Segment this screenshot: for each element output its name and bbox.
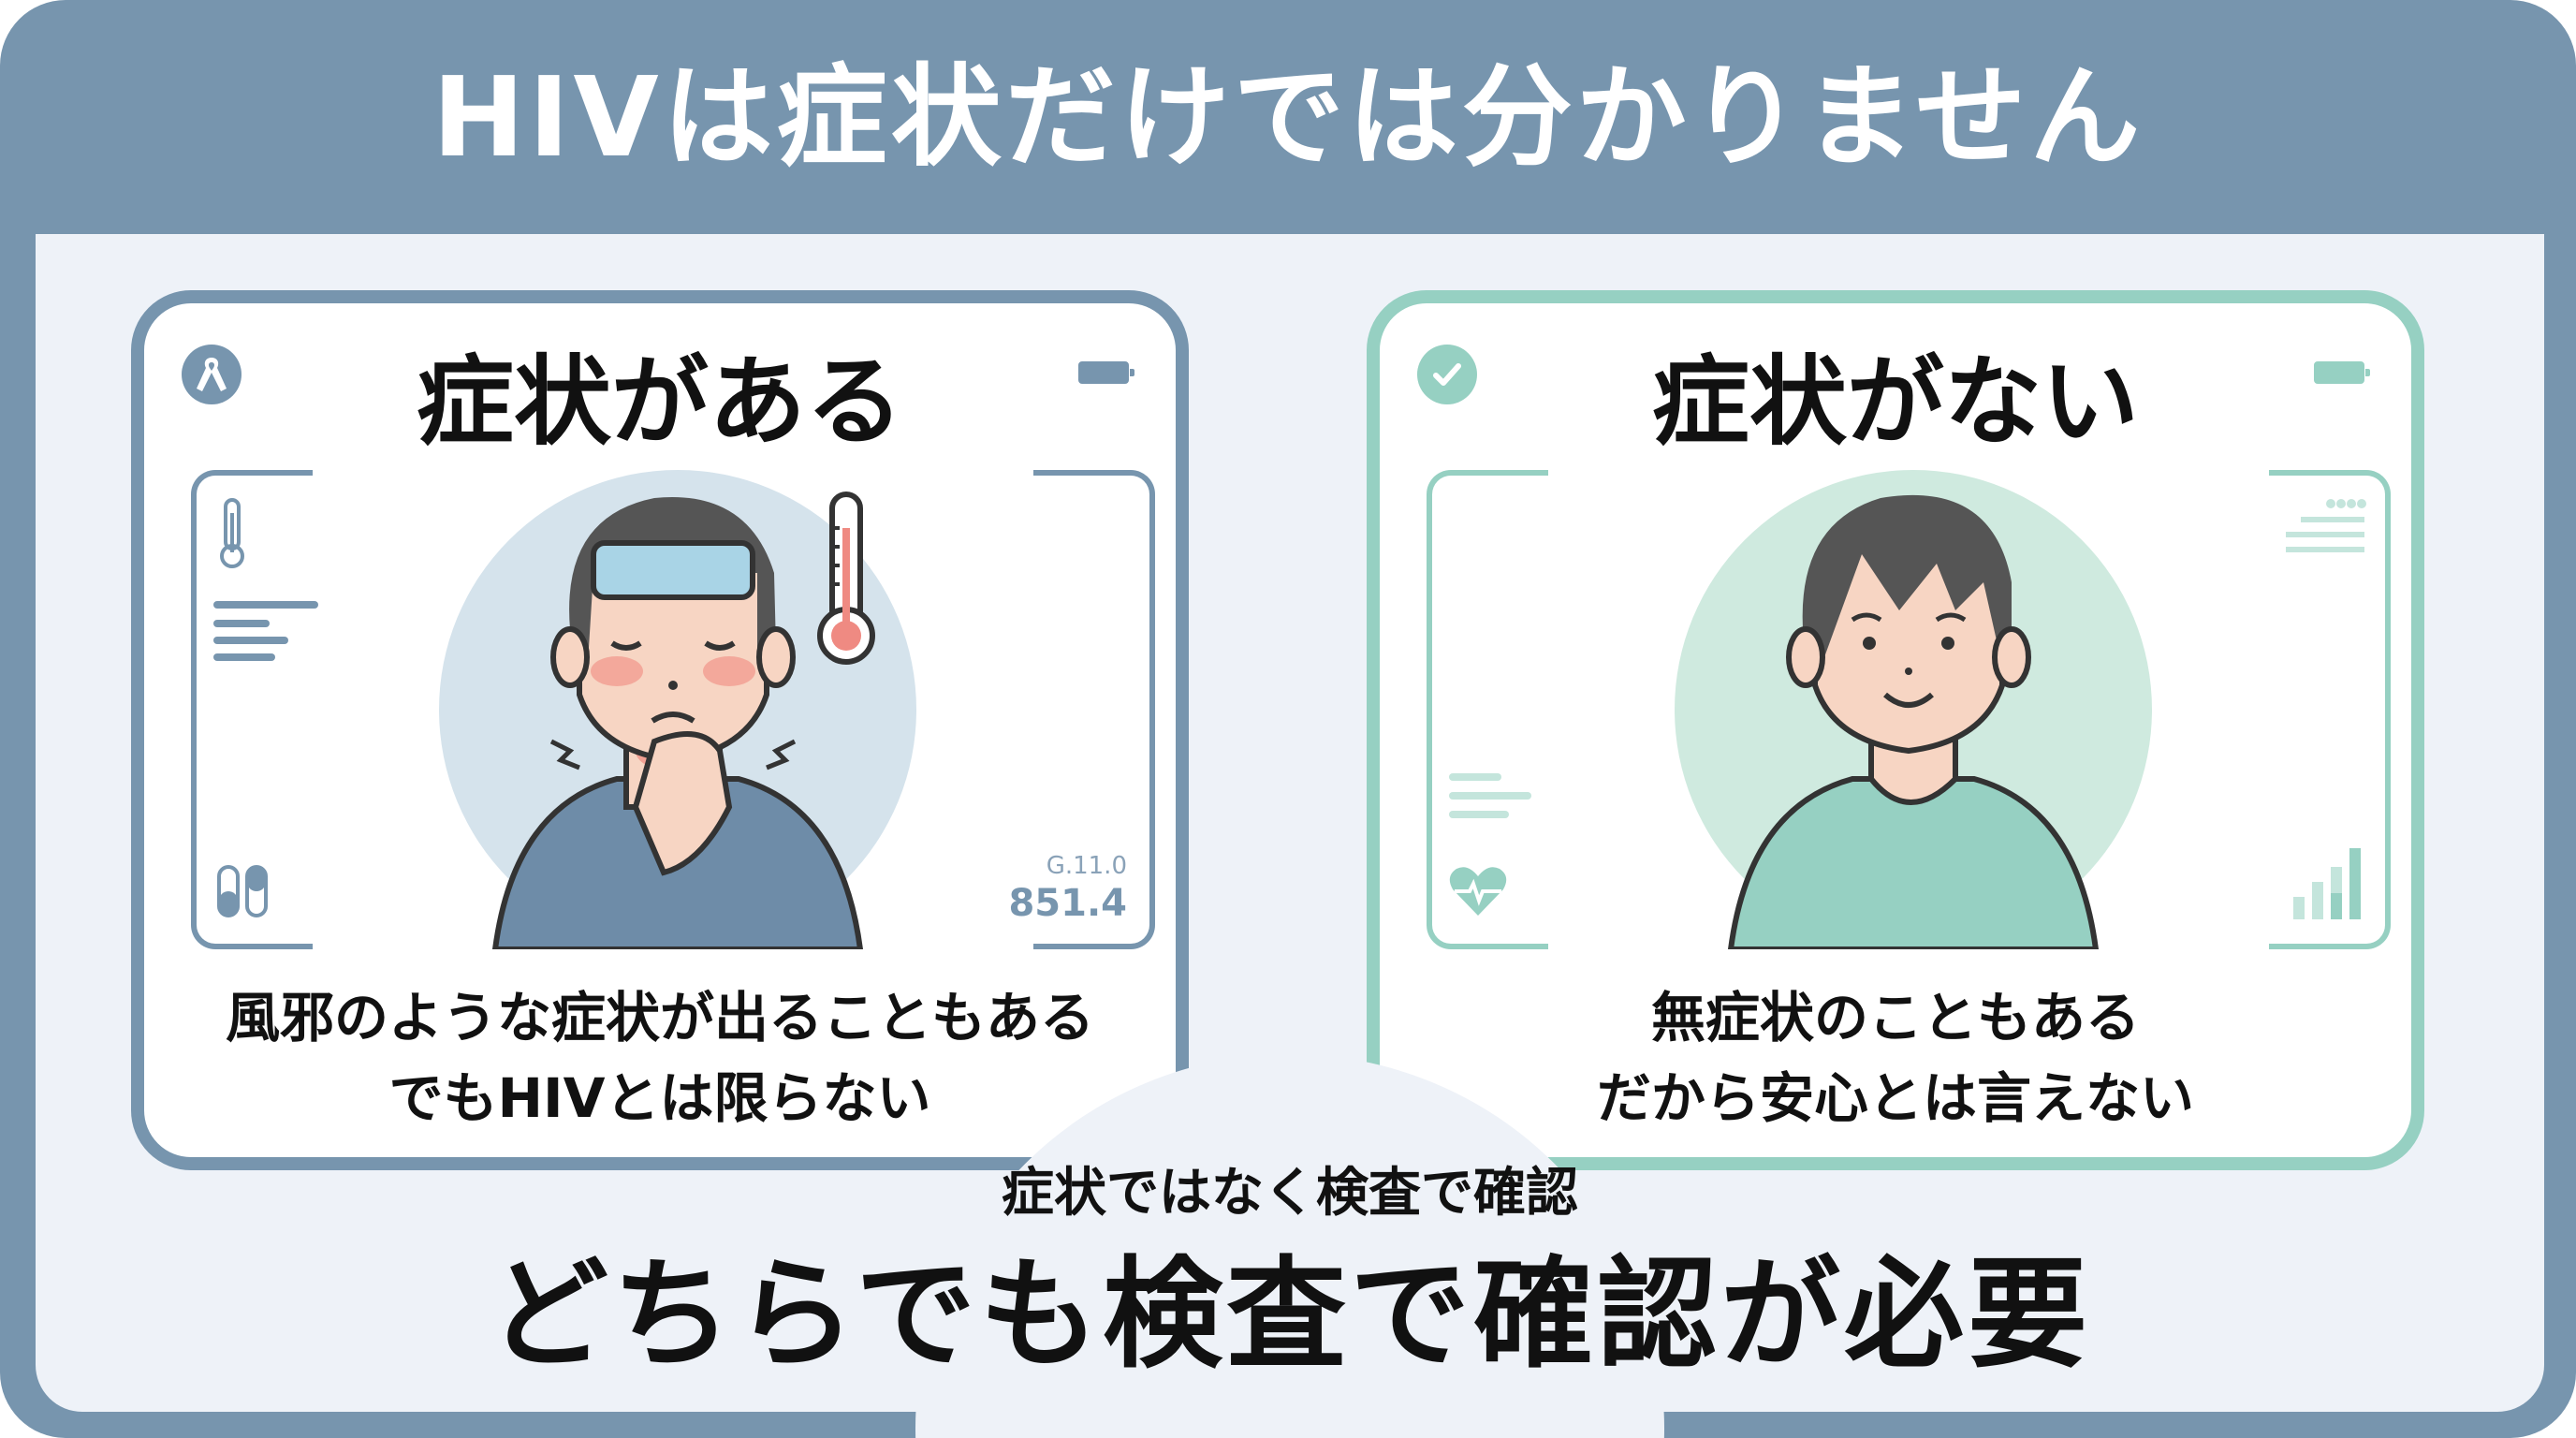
caption-line: 無症状のこともある (1650, 986, 2140, 1049)
text-line (1449, 773, 1501, 781)
card-title: 症状がある (416, 345, 903, 459)
text-line (213, 601, 318, 609)
card-with-symptoms: 症状がある G.11.0 (131, 290, 1189, 1170)
caption-line: でもHIVとは限らない (388, 1066, 931, 1130)
heart-pulse-icon (1449, 867, 1507, 916)
screen-bracket-left (191, 470, 313, 949)
footer-subtitle: 症状ではなく検査で確認 (1002, 1163, 1578, 1224)
monitor-screen (1427, 470, 2391, 949)
card-caption: 風邪のような症状が出ることもある でもHIVとは限らない (144, 977, 1176, 1138)
text-line (213, 620, 270, 627)
awareness-ribbon-icon (182, 345, 242, 404)
card-without-symptoms: 症状がない (1367, 290, 2424, 1170)
caption-line: だから安心とは言えない (1596, 1066, 2194, 1130)
screen-bracket-left (1427, 470, 1548, 949)
sick-person-illustration (439, 470, 916, 949)
text-line (1449, 811, 1509, 818)
check-circle-icon (1417, 345, 1477, 404)
card-caption: 無症状のこともある だから安心とは言えない (1380, 977, 2411, 1138)
readout-value: 851.4 (1008, 882, 1127, 925)
card-title: 症状がない (1651, 345, 2139, 459)
signal-bars-icon (2293, 848, 2361, 919)
healthy-person-illustration (1675, 470, 2152, 949)
text-line (213, 653, 275, 661)
readout-label: G.11.0 (1046, 852, 1127, 880)
page-title: HIVは症状だけでは分かりません (432, 52, 2144, 182)
caption-line: 風邪のような症状が出ることもある (225, 986, 1094, 1049)
monitor-screen: G.11.0 851.4 (191, 470, 1155, 949)
text-line (1449, 792, 1531, 800)
dots-indicator (2286, 499, 2366, 552)
battery-icon (1078, 361, 1134, 384)
battery-icon (2314, 361, 2370, 384)
screen-bracket-right (2269, 470, 2391, 949)
screen-bracket-right (1033, 470, 1155, 949)
content-panel: 症状がある G.11.0 (36, 234, 2544, 1438)
thermometer-icon (220, 498, 244, 568)
text-line (213, 637, 288, 644)
thermometer-icon (817, 492, 875, 665)
footer-conclusion: どちらでも検査で確認が必要 (488, 1245, 2092, 1385)
pill-capsule-icon (217, 865, 268, 917)
